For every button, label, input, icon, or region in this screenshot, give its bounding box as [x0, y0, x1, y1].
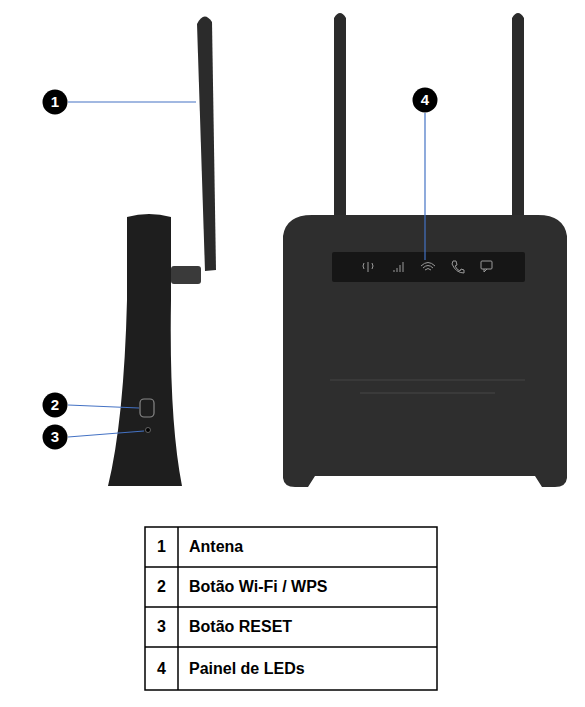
table-cell: Painel de LEDs [179, 648, 436, 689]
leader-line [68, 101, 196, 102]
table-grid [145, 527, 437, 690]
callout-circle: 1 [42, 89, 68, 115]
led-panel [332, 252, 525, 282]
callout-circle: 4 [412, 87, 438, 113]
callout-disc [413, 88, 438, 113]
table-cell: Antena [179, 528, 436, 566]
table-cell: Botão RESET [179, 608, 436, 646]
callout-disc [43, 393, 68, 418]
callout-number: 2 [42, 392, 68, 418]
antenna-hinge [171, 266, 201, 284]
table-number: 4 [146, 648, 177, 689]
leader-line [68, 431, 144, 437]
led-icons [363, 261, 492, 273]
callout-circle: 2 [42, 392, 68, 418]
antenna [512, 13, 524, 225]
callout-number: 1 [42, 89, 68, 115]
callout-number: 3 [42, 424, 68, 450]
wps-button [140, 399, 154, 417]
body-groove [330, 380, 525, 381]
callout-circle: 3 [42, 424, 68, 450]
callout-number: 4 [412, 87, 438, 113]
callout-disc [43, 90, 68, 115]
reset-hole [146, 428, 151, 433]
antenna [334, 13, 346, 225]
callout-disc [43, 425, 68, 450]
table-number: 2 [146, 568, 177, 606]
table-number: 1 [146, 528, 177, 566]
leader-line [68, 405, 139, 408]
table-cell: Botão Wi-Fi / WPS [179, 568, 436, 606]
router-side [108, 214, 182, 486]
table-number: 3 [146, 608, 177, 646]
antenna [197, 16, 216, 271]
leader-line [424, 113, 425, 260]
body-groove [360, 393, 495, 394]
